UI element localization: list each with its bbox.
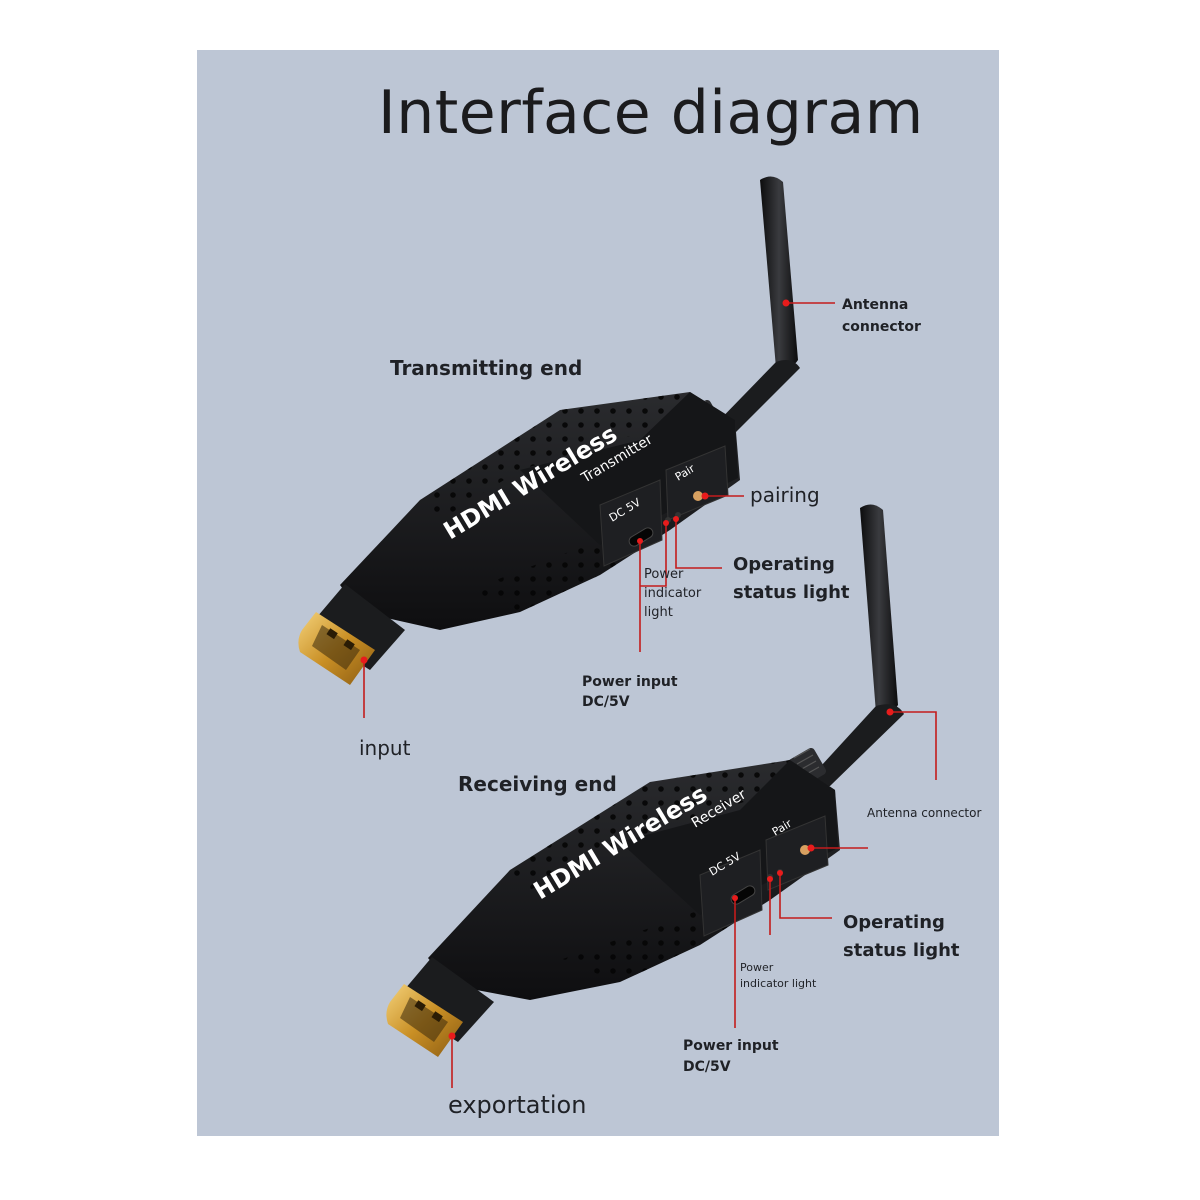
rx-power-indicator-line2: indicator light	[740, 977, 817, 990]
receiving-end-label: Receiving end	[458, 772, 617, 796]
receiver-callouts	[451, 711, 937, 1088]
tx-antenna-label-line2: connector	[842, 319, 921, 335]
rx-antenna-label: Antenna connector	[867, 806, 982, 820]
receiver-device: HDMI Wireless Receiver DC 5V Pair	[386, 504, 904, 1057]
transmitter-callouts	[363, 302, 835, 718]
hdmi-plug-icon	[386, 957, 494, 1057]
tx-power-input-line1: Power input	[582, 674, 678, 690]
page-title: Interface diagram	[378, 78, 924, 148]
tx-power-input-line2: DC/5V	[582, 694, 630, 710]
tx-power-indicator-line3: light	[644, 605, 673, 620]
rx-operating-label-line2: status light	[843, 940, 960, 961]
tx-antenna-label-line1: Antenna	[842, 297, 909, 313]
rx-power-indicator-line1: Power	[740, 961, 774, 974]
rx-power-input-line1: Power input	[683, 1038, 779, 1054]
rx-operating-label-line1: Operating	[843, 912, 945, 933]
antenna-icon	[787, 504, 904, 787]
rx-power-input-line2: DC/5V	[683, 1059, 731, 1075]
tx-operating-label-line1: Operating	[733, 554, 835, 575]
tx-power-indicator-line2: indicator	[644, 586, 702, 601]
rx-exportation-label: exportation	[448, 1091, 587, 1119]
transmitter-device: HDMI Wireless Transmitter DC 5V Pair	[298, 176, 800, 685]
usb-c-port-icon	[628, 527, 654, 547]
transmitting-end-label: Transmitting end	[390, 356, 583, 380]
hdmi-plug-icon	[298, 584, 405, 685]
pair-button	[800, 845, 810, 855]
tx-operating-label-line2: status light	[733, 582, 850, 603]
tx-input-label: input	[359, 736, 411, 760]
tx-power-indicator-line1: Power	[644, 567, 684, 582]
pair-button	[693, 491, 703, 501]
tx-pairing-label: pairing	[750, 483, 820, 507]
